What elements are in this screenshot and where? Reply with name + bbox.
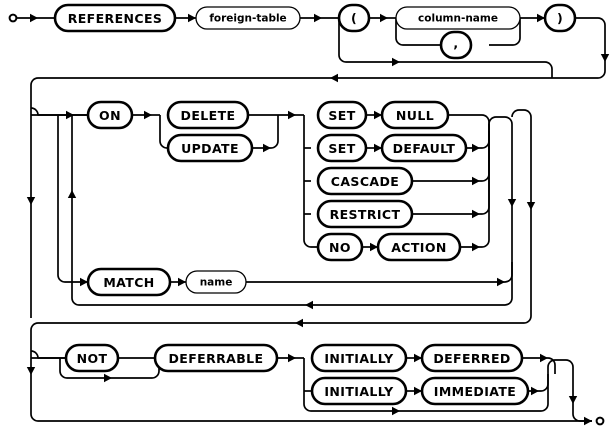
node-foreign-table[interactable]: foreign-table: [195, 6, 301, 30]
default-label: DEFAULT: [393, 141, 456, 156]
node-update[interactable]: UPDATE: [166, 133, 254, 163]
node-column-name[interactable]: column-name: [395, 6, 521, 30]
node-lparen[interactable]: (: [337, 3, 371, 33]
initially1-label: INITIALLY: [324, 351, 394, 366]
not-label: NOT: [77, 351, 108, 366]
node-on[interactable]: ON: [86, 100, 134, 130]
no-label: NO: [329, 240, 351, 255]
node-not[interactable]: NOT: [64, 343, 120, 373]
match-label: MATCH: [103, 275, 154, 290]
node-deferrable[interactable]: DEFERRABLE: [153, 343, 279, 373]
lparen-label: (: [351, 11, 357, 26]
restrict-label: RESTRICT: [330, 207, 401, 222]
name-label: name: [200, 277, 233, 289]
references-label: REFERENCES: [68, 11, 163, 26]
node-name[interactable]: name: [185, 270, 247, 294]
comma-label: ,: [453, 36, 458, 51]
comma-box[interactable]: [439, 30, 473, 60]
node-delete[interactable]: DELETE: [166, 100, 250, 130]
deferrable-label: DEFERRABLE: [169, 351, 264, 366]
foreign-table-label: foreign-table: [209, 13, 286, 25]
set1-label: SET: [328, 108, 355, 123]
node-match[interactable]: MATCH: [86, 267, 172, 297]
node-references[interactable]: REFERENCES: [53, 3, 177, 33]
node-cascade[interactable]: CASCADE: [316, 166, 414, 196]
deferred-label: DEFERRED: [433, 351, 510, 366]
node-set-default[interactable]: SET DEFAULT: [316, 133, 468, 163]
node-initially-deferred[interactable]: INITIALLY DEFERRED: [310, 343, 524, 373]
on-label: ON: [99, 108, 121, 123]
node-restrict[interactable]: RESTRICT: [316, 199, 414, 229]
set2-label: SET: [328, 141, 355, 156]
node-no-action[interactable]: NO ACTION: [316, 232, 462, 262]
node-rparen[interactable]: ): [543, 3, 577, 33]
end-terminus: [595, 416, 605, 426]
immediate-label: IMMEDIATE: [434, 384, 516, 399]
rparen-label: ): [557, 11, 563, 26]
row-entry: [8, 13, 55, 23]
column-name-label: column-name: [418, 13, 498, 25]
start-terminus: [8, 13, 18, 23]
delete-label: DELETE: [181, 108, 236, 123]
action-label: ACTION: [391, 240, 447, 255]
null-label: NULL: [396, 108, 434, 123]
initially2-label: INITIALLY: [324, 384, 394, 399]
update-label: UPDATE: [181, 141, 239, 156]
node-initially-immediate[interactable]: INITIALLY IMMEDIATE: [310, 376, 530, 406]
node-comma[interactable]: ,: [439, 30, 473, 60]
cascade-label: CASCADE: [331, 174, 399, 189]
node-set-null[interactable]: SET NULL: [316, 100, 450, 130]
